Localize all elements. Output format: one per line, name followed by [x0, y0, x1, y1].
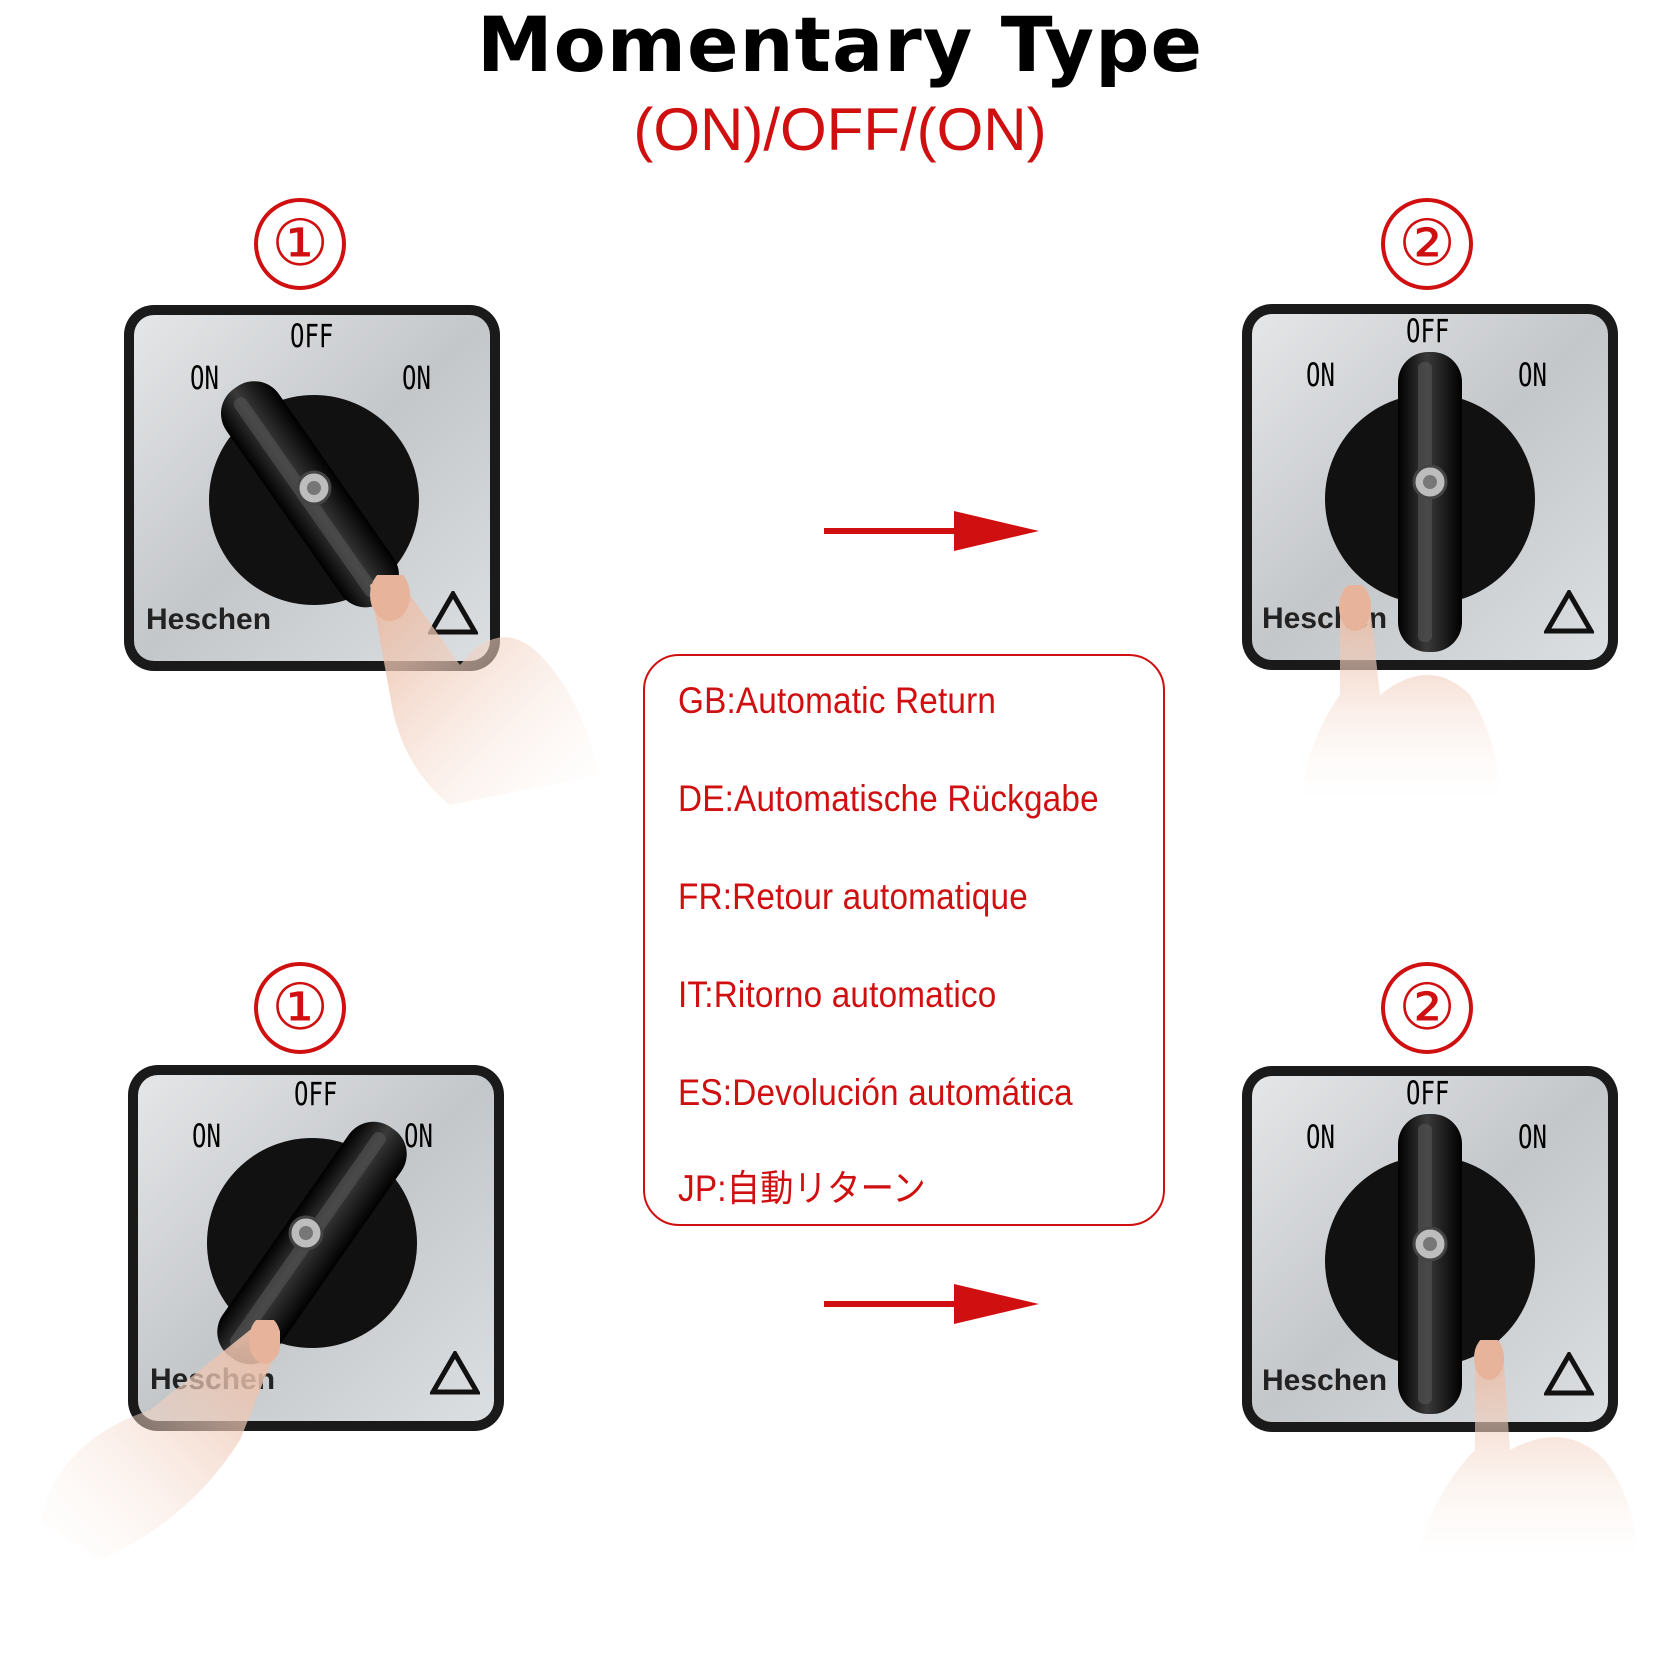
on-right-label: ON [402, 359, 431, 397]
off-label: OFF [290, 317, 334, 355]
step-marker-2-bottom: ② [1381, 962, 1473, 1054]
pointing-hand-icon [370, 575, 600, 805]
off-label: OFF [294, 1075, 338, 1113]
triangle-logo-icon [1544, 1352, 1594, 1396]
rotary-switch-bottom-left[interactable]: OFF ON ON Heschen [126, 1063, 506, 1433]
page-title: Momentary Type [476, 0, 1204, 89]
on-right-label: ON [1518, 356, 1547, 394]
arrow-right-icon [824, 1284, 1039, 1324]
pointing-hand-icon [1300, 585, 1500, 800]
info-line-es: ES:Devolución automática [678, 1072, 1073, 1113]
triangle-logo-icon [1544, 590, 1594, 634]
step-marker-1-top: ① [254, 198, 346, 290]
rotary-switch-top-right[interactable]: OFF ON ON Heschen [1240, 302, 1620, 672]
step-marker-1-bottom: ① [254, 962, 346, 1054]
on-left-label: ON [190, 359, 219, 397]
triangle-logo-icon [428, 591, 478, 635]
on-left-label: ON [192, 1117, 221, 1155]
info-line-jp: JP:自動リターン [678, 1168, 926, 1209]
triangle-logo-icon [430, 1351, 480, 1395]
info-line-fr: FR:Retour automatique [678, 876, 1028, 917]
info-line-de: DE:Automatische Rückgabe [678, 778, 1099, 819]
page-subtitle: (ON)/OFF/(ON) [633, 96, 1047, 163]
auto-return-info-box: GB:Automatic Return DE:Automatische Rück… [643, 654, 1165, 1226]
pointing-hand-icon [40, 1320, 280, 1560]
info-line-it: IT:Ritorno automatico [678, 974, 997, 1015]
on-right-label: ON [404, 1117, 433, 1155]
on-left-label: ON [1306, 1118, 1335, 1156]
brand-label: Heschen [146, 603, 272, 636]
off-label: OFF [1406, 1074, 1450, 1112]
off-label: OFF [1406, 312, 1450, 350]
info-line-gb: GB:Automatic Return [678, 680, 997, 721]
brand-label: Heschen [1262, 1364, 1388, 1397]
rotary-switch-bottom-right[interactable]: OFF ON ON Heschen [1240, 1064, 1620, 1434]
on-right-label: ON [1518, 1118, 1547, 1156]
arrow-right-icon [824, 511, 1039, 551]
step-marker-2-top: ② [1381, 198, 1473, 290]
pointing-hand-icon [1415, 1340, 1636, 1560]
on-left-label: ON [1306, 356, 1335, 394]
